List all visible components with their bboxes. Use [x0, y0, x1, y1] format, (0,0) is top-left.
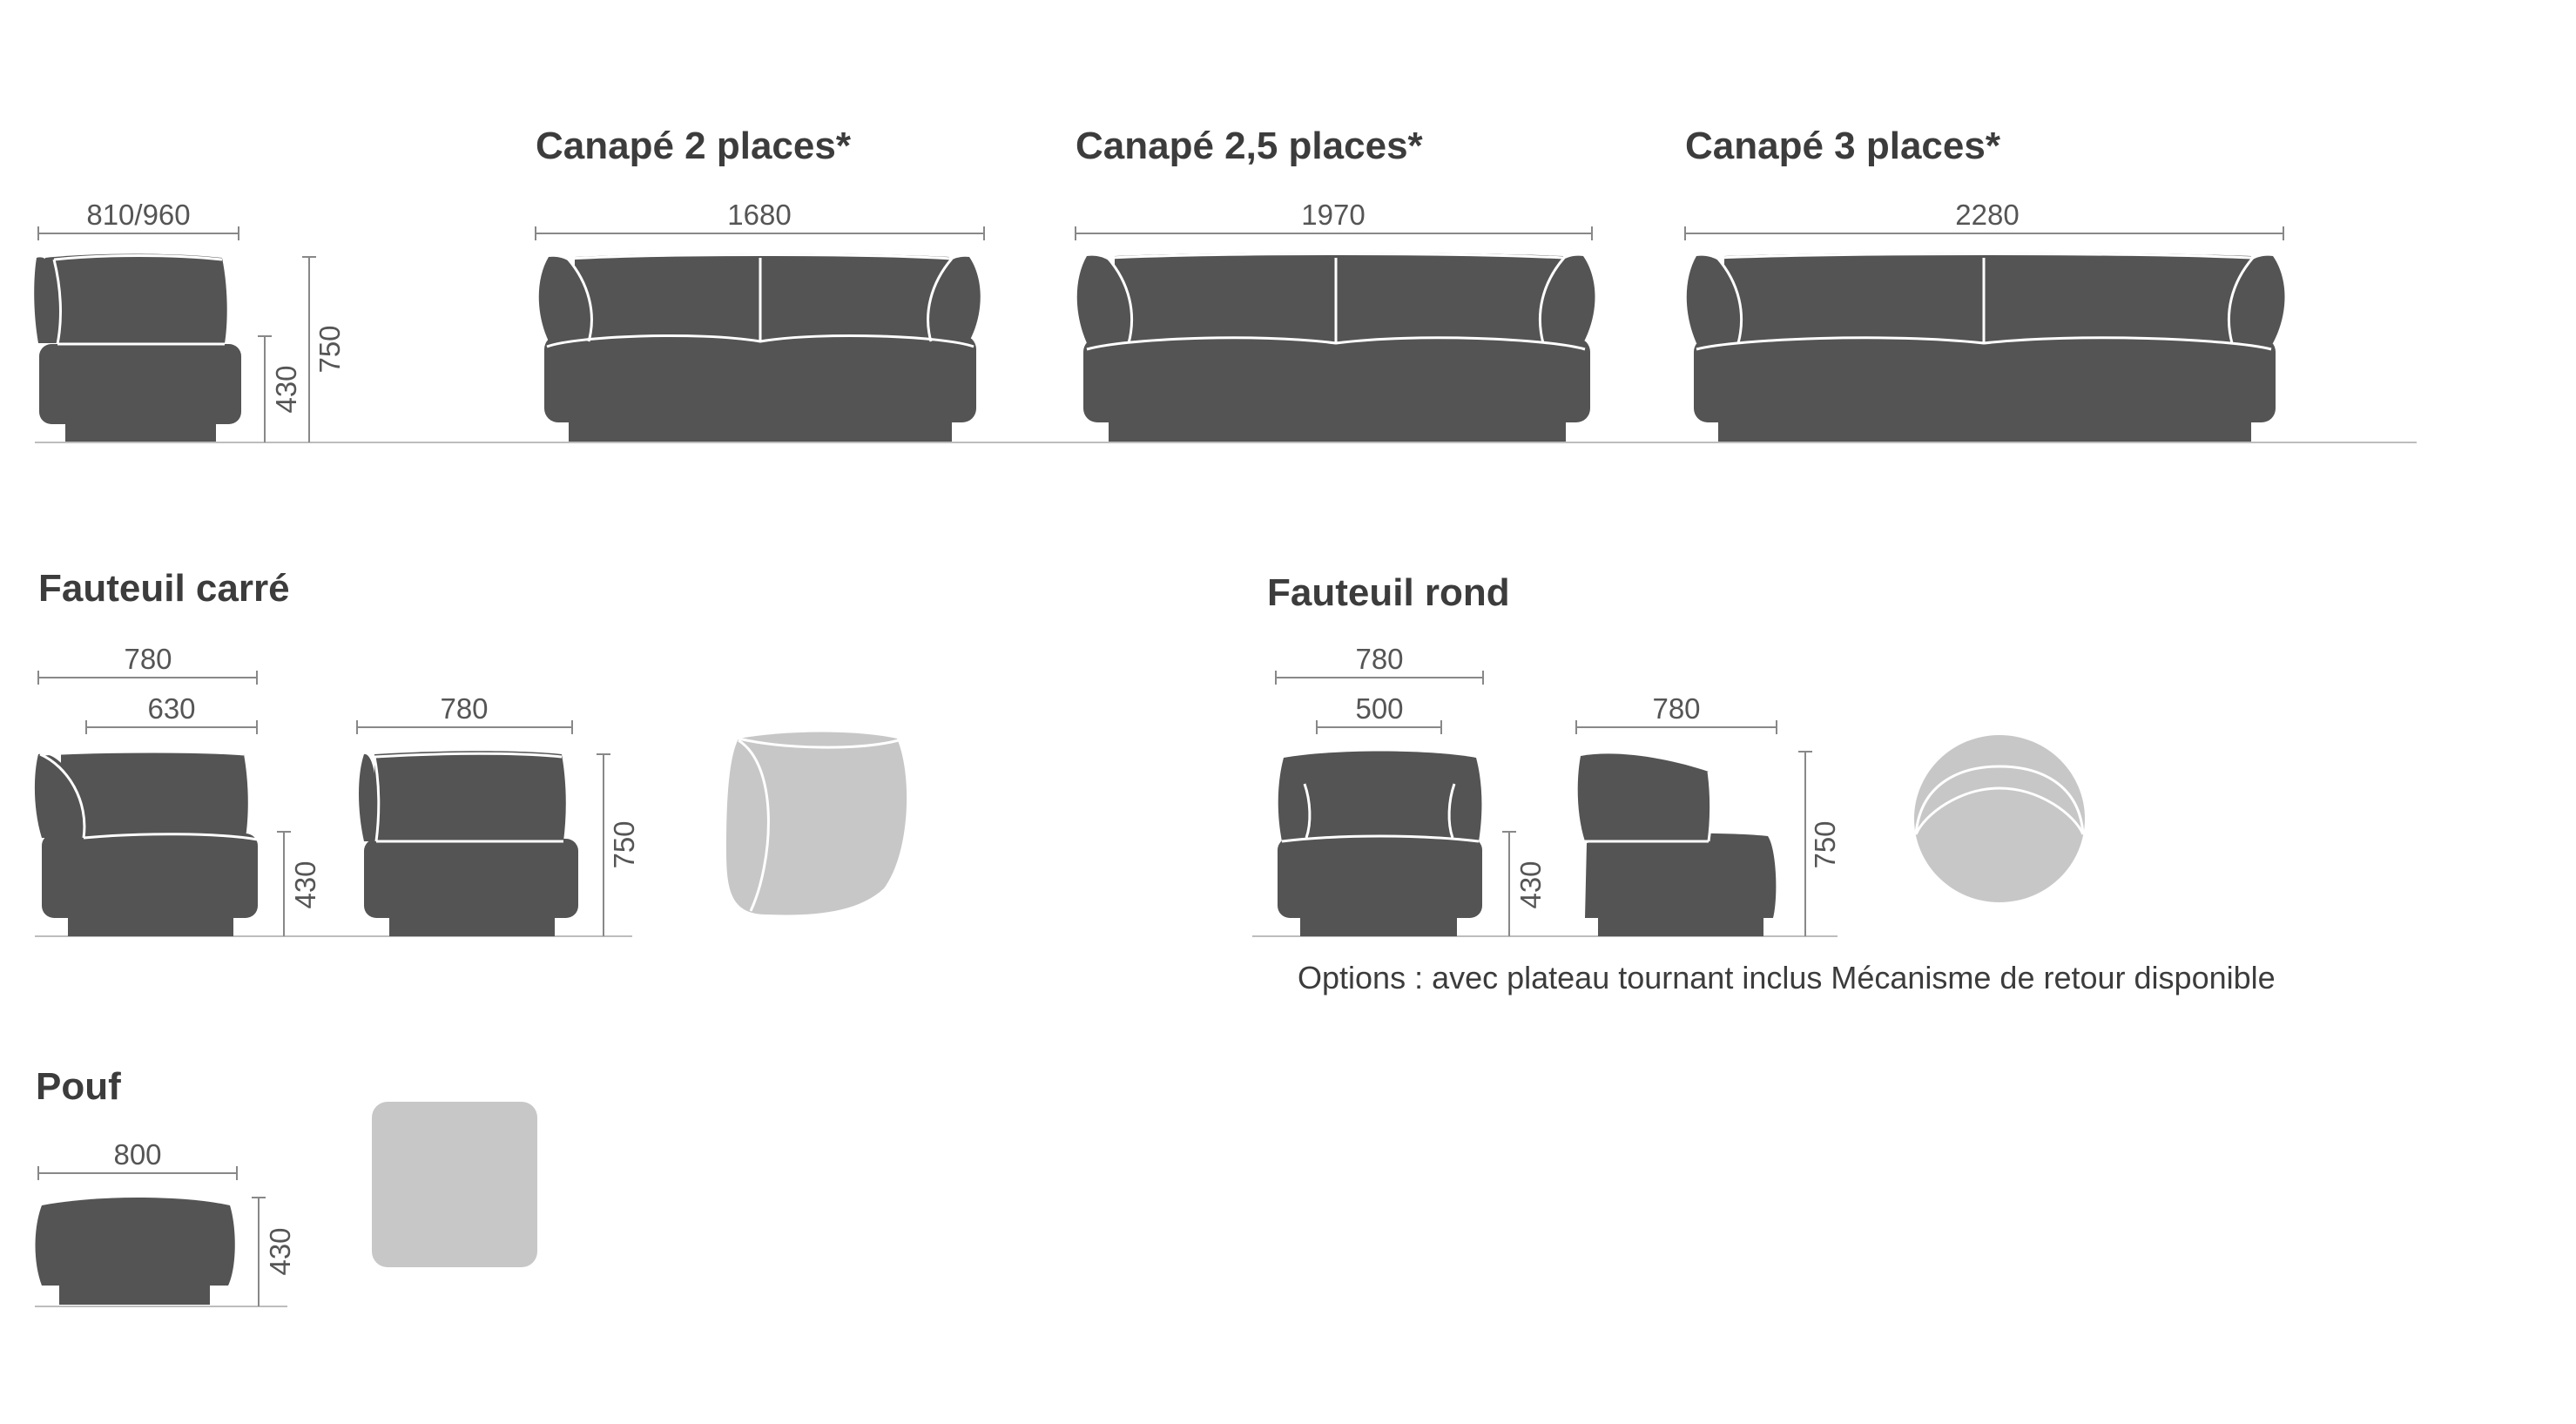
round-side-view [1577, 753, 1777, 936]
square-inner-width-label: 630 [147, 692, 195, 725]
sofa3-width-label: 2280 [1955, 199, 2019, 231]
square-side-width-measure: 780 [356, 692, 573, 734]
module-width-measure: 810/960 [37, 199, 239, 240]
armchair-square-title: Fauteuil carré [38, 567, 290, 610]
round-outer-width-measure: 780 [1275, 643, 1484, 685]
module-seat-height-label: 430 [270, 365, 302, 413]
pouf-front-view [35, 1198, 235, 1305]
sofa2-front-view [538, 253, 981, 442]
round-top-view [1914, 735, 2085, 902]
round-inner-width-measure: 500 [1316, 692, 1442, 734]
armchair-round-title: Fauteuil rond [1267, 571, 1510, 614]
sofa2-width-measure: 1680 [535, 199, 985, 240]
round-front-view [1278, 751, 1482, 936]
sofa3-title: Canapé 3 places* [1685, 125, 2001, 167]
round-inner-width-label: 500 [1355, 692, 1403, 725]
pouf-top-view [372, 1102, 537, 1267]
square-side-view [359, 751, 578, 936]
module-front-view [34, 253, 241, 442]
sofa25-width-measure: 1970 [1075, 199, 1593, 240]
module-height-label: 750 [314, 325, 346, 373]
module-width-label: 810/960 [86, 199, 190, 231]
pouf-width-label: 800 [113, 1138, 161, 1171]
pouf-title: Pouf [36, 1065, 121, 1108]
round-seat-height-measure: 430 [1502, 831, 1547, 936]
sofa25-title: Canapé 2,5 places* [1076, 125, 1424, 167]
square-top-view [726, 732, 907, 915]
square-seat-height-measure: 430 [277, 831, 321, 936]
sofa3-front-view [1686, 253, 2285, 442]
sofa25-front-view [1076, 253, 1595, 442]
pouf-height-label: 430 [264, 1227, 296, 1275]
square-outer-width-measure: 780 [37, 643, 258, 685]
sofa3-width-measure: 2280 [1684, 199, 2284, 240]
square-height-measure: 750 [597, 753, 640, 936]
sofa2-width-label: 1680 [727, 199, 791, 231]
round-seat-height-label: 430 [1514, 860, 1547, 908]
square-seat-height-label: 430 [289, 860, 321, 908]
square-front-view [34, 750, 259, 936]
module-height-measure: 750 [302, 256, 346, 442]
square-inner-width-measure: 630 [85, 692, 258, 734]
round-height-measure: 750 [1798, 751, 1841, 936]
square-outer-width-label: 780 [124, 643, 172, 675]
round-outer-width-label: 780 [1355, 643, 1403, 675]
sofa2-title: Canapé 2 places* [536, 125, 852, 167]
options-note: Options : avec plateau tournant inclus M… [1298, 960, 2276, 995]
round-side-width-measure: 780 [1575, 692, 1777, 734]
round-height-label: 750 [1809, 820, 1841, 868]
sofa25-width-label: 1970 [1301, 199, 1365, 231]
pouf-width-measure: 800 [37, 1138, 238, 1180]
square-height-label: 750 [608, 820, 640, 868]
module-seat-height-measure: 430 [258, 335, 302, 442]
pouf-height-measure: 430 [252, 1197, 296, 1306]
round-side-width-label: 780 [1652, 692, 1700, 725]
square-side-width-label: 780 [440, 692, 488, 725]
